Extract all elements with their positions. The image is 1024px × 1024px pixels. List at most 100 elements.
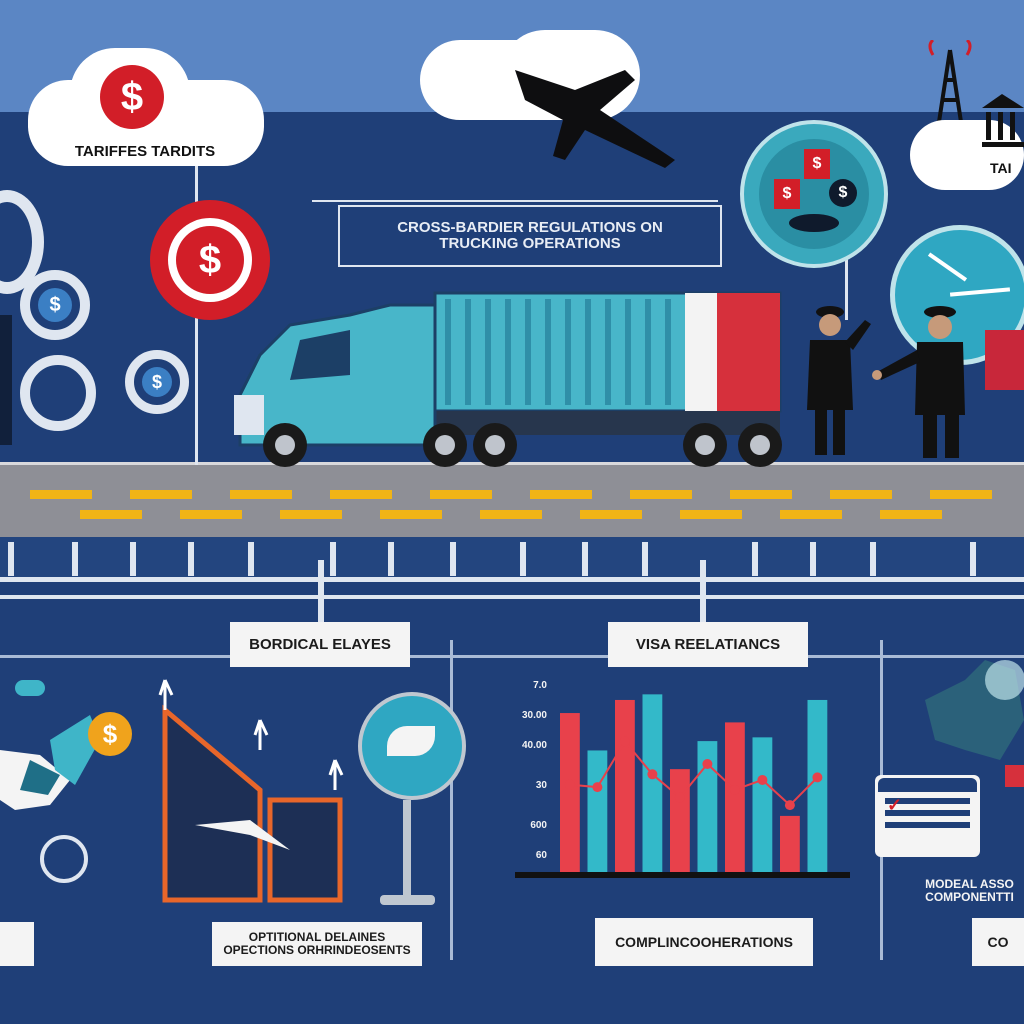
lane-marking — [880, 510, 942, 519]
lane-marking — [680, 510, 742, 519]
left-edge-box — [0, 922, 34, 966]
clock-icon — [40, 835, 88, 883]
gear-icon: $ — [20, 270, 90, 340]
dollar-coin-icon: $ — [100, 65, 164, 129]
lane-marking — [430, 490, 492, 499]
rail-post — [582, 542, 588, 576]
rail-bottom-bar — [0, 595, 1024, 599]
chart-point — [619, 736, 630, 747]
dollar-coin-icon: $ — [88, 712, 132, 756]
dollar-coin-icon: $ — [829, 179, 857, 207]
chart-point — [729, 784, 740, 795]
right-bottom-label: CO — [972, 918, 1024, 966]
dollar-coin-icon: $ — [176, 226, 244, 294]
dollar-coin-icon: $ — [38, 288, 72, 322]
visa-label: VISA REELATIANCS — [608, 622, 808, 667]
chart-y-labels: 7.0 30.00 40.00 30 600 60 — [505, 680, 547, 870]
rail-post — [520, 542, 526, 576]
rail-post — [970, 542, 976, 576]
lane-marking — [480, 510, 542, 519]
rail-post — [450, 542, 456, 576]
top-right-label: TAI — [990, 160, 1012, 176]
world-map-icon — [925, 660, 1024, 787]
chart-point — [564, 779, 575, 790]
dollar-tag-icon: $ — [774, 179, 800, 209]
truck-illustration — [234, 291, 782, 467]
coal-pile — [789, 214, 839, 232]
connector-line — [0, 655, 1024, 658]
guard-rail — [0, 537, 1024, 582]
lane-marking — [330, 490, 392, 499]
lane-marking — [130, 490, 192, 499]
rail-post — [810, 542, 816, 576]
rail-post — [248, 542, 254, 576]
compass-icon — [358, 692, 466, 800]
chart-x-axis — [515, 872, 850, 878]
connector-line — [700, 560, 706, 625]
chart-point — [812, 772, 823, 783]
title-line1: CROSS-BARDIER REGULATIONS ON — [397, 219, 663, 237]
rail-post — [72, 542, 78, 576]
road — [0, 462, 1024, 543]
chart-point — [784, 800, 795, 811]
dollar-tag-icon — [985, 330, 1024, 390]
airplane-icon — [515, 70, 675, 168]
chart-bar — [807, 699, 828, 872]
gear-icon — [20, 355, 96, 431]
chart-bar — [780, 815, 800, 872]
tariffs-label: TARIFFES TARDITS — [74, 143, 216, 160]
lane-marking — [930, 490, 992, 499]
y-tick-label: 30.00 — [521, 710, 547, 721]
chart-point — [702, 759, 713, 770]
chart-bar — [725, 722, 745, 872]
connector-line — [318, 560, 324, 625]
chart-bar — [560, 713, 580, 872]
lane-marking — [180, 510, 242, 519]
connector-line — [845, 230, 848, 320]
lane-marking — [280, 510, 342, 519]
lane-marking — [530, 490, 592, 499]
chart-bar — [670, 769, 690, 872]
gear-icon: $ — [125, 350, 189, 414]
chart-bar — [697, 741, 718, 872]
check-mark-icon: ✓ — [887, 795, 903, 815]
person-silhouette — [0, 315, 12, 445]
border-officers — [807, 306, 965, 458]
delay-chart-illustration — [158, 679, 344, 903]
calendar-icon: ✓ — [875, 775, 980, 857]
rail-top-bar — [0, 577, 1024, 582]
operational-line1: OPTITIONAL DELAINES — [248, 930, 386, 945]
lane-marking — [830, 490, 892, 499]
title-box: CROSS-BARDIER REGULATIONS ON TRUCKING OP… — [338, 205, 722, 267]
title-line2: TRUCKING OPERATIONS — [439, 235, 621, 252]
chart-point — [674, 792, 685, 803]
rail-post — [388, 542, 394, 576]
lane-marking — [230, 490, 292, 499]
chart-point — [592, 782, 603, 793]
rail-post — [330, 542, 336, 576]
bar-chart — [515, 694, 850, 878]
rail-post — [752, 542, 758, 576]
bank-cloud — [910, 120, 1024, 190]
chart-bar — [587, 750, 608, 872]
chart-bar — [642, 694, 663, 872]
operational-line2: OPECTIONS ORHRINDEOSENTS — [223, 943, 411, 957]
plane-small-icon — [15, 680, 45, 696]
y-tick-label: 60 — [535, 850, 547, 861]
compliance-label: COMPLINCOOHERATIONS — [595, 918, 813, 966]
rail-post — [188, 542, 194, 576]
y-tick-label: 7.0 — [533, 680, 547, 691]
bank-icon — [982, 94, 1024, 147]
operational-label: OPTITIONAL DELAINES OPECTIONS ORHRINDEOS… — [212, 922, 422, 966]
regulation-badge: $ $ $ — [740, 120, 888, 268]
lane-marking — [780, 510, 842, 519]
y-tick-label: 30 — [535, 780, 547, 791]
radio-tower-icon — [928, 40, 972, 135]
chart-point — [757, 774, 768, 785]
rail-post — [130, 542, 136, 576]
chart-trend-line — [569, 739, 819, 807]
border-delays-label: BORDICAL ELAYES — [230, 622, 410, 667]
chart-bar — [752, 737, 773, 872]
lane-marking — [730, 490, 792, 499]
dollar-coin-icon: $ — [142, 367, 172, 397]
